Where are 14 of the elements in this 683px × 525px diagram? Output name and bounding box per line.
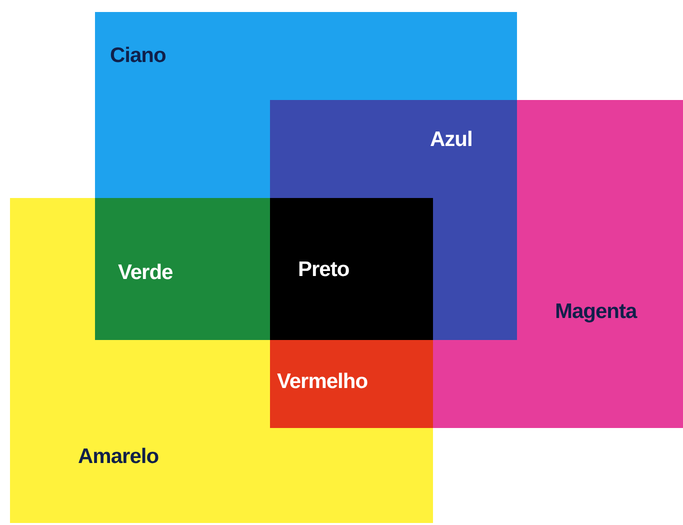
color-region bbox=[517, 100, 683, 428]
region-label: Vermelho bbox=[277, 370, 368, 394]
color-region bbox=[95, 12, 517, 100]
color-region bbox=[10, 428, 433, 523]
region-label: Azul bbox=[430, 128, 472, 152]
region-label: Ciano bbox=[110, 44, 166, 68]
region-label: Preto bbox=[298, 258, 350, 282]
region-label: Amarelo bbox=[78, 445, 159, 469]
color-region bbox=[270, 100, 517, 198]
region-label: Magenta bbox=[555, 300, 637, 324]
color-region bbox=[270, 198, 433, 340]
region-label: Verde bbox=[118, 261, 173, 285]
color-region bbox=[270, 340, 433, 428]
color-region bbox=[95, 198, 270, 340]
